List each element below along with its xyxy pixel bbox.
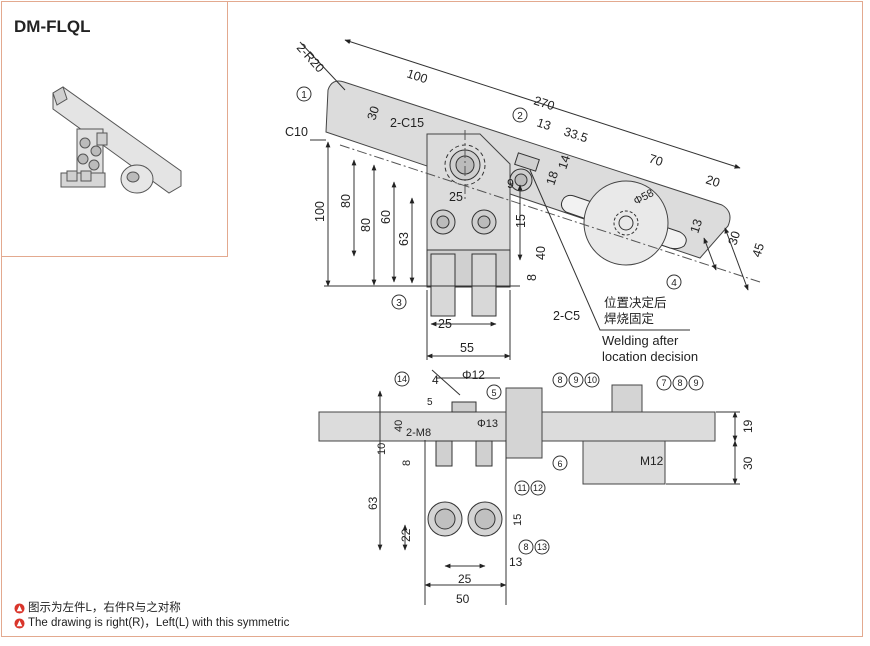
svg-text:10: 10 — [587, 375, 597, 385]
svg-text:6: 6 — [557, 459, 562, 469]
dim-100v: 100 — [313, 201, 327, 222]
dim-80b: 80 — [359, 218, 373, 232]
dim-30c: 30 — [741, 456, 755, 470]
drawing-frame — [1, 1, 863, 637]
dim-c15: 2-C15 — [390, 116, 424, 130]
dim-c5: 2-C5 — [553, 309, 580, 323]
balloon-4: 4 — [666, 274, 682, 290]
dim-63b: 63 — [366, 496, 380, 510]
dim-270: 270 — [532, 94, 556, 114]
dim-55: 55 — [460, 341, 474, 355]
dim-30a: 30 — [365, 104, 383, 122]
svg-text:8: 8 — [677, 378, 682, 388]
dim-80a: 80 — [339, 194, 353, 208]
dim-40b: 40 — [393, 420, 405, 432]
dim-25a: 25 — [449, 190, 463, 204]
welding-cn-1: 位置决定后 — [604, 295, 667, 310]
dim-10: 10 — [376, 443, 388, 455]
svg-text:8: 8 — [557, 375, 562, 385]
svg-text:2: 2 — [517, 111, 523, 122]
balloon-5: 5 — [486, 384, 502, 400]
dim-5: 5 — [427, 397, 433, 408]
note-en-text: The drawing is right(R)，Left(L) with thi… — [28, 617, 290, 629]
svg-text:5: 5 — [491, 388, 496, 398]
svg-text:8: 8 — [523, 542, 528, 552]
front-balloons: 14 5 6 8 9 10 7 8 9 11 12 8 13 — [394, 371, 704, 555]
svg-text:1: 1 — [301, 90, 307, 101]
dim-45: 45 — [750, 241, 768, 259]
dim-m12: M12 — [640, 454, 664, 468]
dim-8: 8 — [525, 274, 539, 281]
dim-15b: 15 — [512, 514, 524, 526]
top-view — [299, 39, 761, 360]
balloon-11-12: 11 12 — [514, 480, 546, 496]
balloon-14: 14 — [394, 371, 410, 387]
warning-icon — [14, 603, 25, 614]
svg-text:7: 7 — [661, 378, 666, 388]
svg-text:9: 9 — [693, 378, 698, 388]
dim-r20: 2-R20 — [294, 41, 327, 76]
svg-text:12: 12 — [533, 483, 543, 493]
dim-phi13: Φ13 — [477, 418, 498, 430]
dim-33-5: 33.5 — [562, 125, 590, 146]
product-thumbnail-panel: DM-FLQL — [1, 1, 228, 257]
dim-19: 19 — [741, 419, 755, 433]
dim-13b: 13 — [688, 217, 706, 235]
dim-15: 15 — [514, 214, 528, 228]
dim-100: 100 — [405, 67, 429, 87]
dim-25c: 25 — [458, 572, 472, 586]
balloon-2: 2 — [512, 107, 528, 123]
dim-22: 22 — [399, 528, 413, 542]
dim-8b: 8 — [401, 460, 413, 466]
balloon-6: 6 — [552, 455, 568, 471]
warning-icon — [14, 618, 25, 629]
dim-50: 50 — [456, 592, 470, 606]
dim-20: 20 — [704, 173, 722, 191]
dim-14: 14 — [556, 153, 574, 171]
dim-18: 18 — [544, 169, 562, 187]
model-title: DM-FLQL — [14, 17, 91, 36]
dim-40: 40 — [534, 246, 548, 260]
svg-text:13: 13 — [537, 542, 547, 552]
dim-70: 70 — [647, 152, 665, 170]
welding-cn-2: 焊烧固定 — [604, 311, 654, 326]
drawing-notes: 图示为左件L，右件R与之对称 The drawing is right(R)，L… — [14, 601, 289, 631]
balloon-7-8-9: 7 8 9 — [656, 375, 704, 391]
top-balloons: 1 2 3 4 — [296, 86, 682, 310]
svg-text:3: 3 — [396, 298, 402, 309]
dim-phi12: Φ12 — [462, 368, 485, 382]
welding-en-1: Welding after — [602, 333, 679, 348]
svg-text:9: 9 — [573, 375, 578, 385]
balloon-8-9-10: 8 9 10 — [552, 372, 600, 388]
front-view — [318, 369, 740, 605]
balloon-1: 1 — [296, 86, 312, 102]
top-view-labels: 2-R20 100 270 30 2-C15 C10 13 33.5 14 18… — [285, 41, 767, 364]
dim-m8: 2-M8 — [406, 427, 431, 439]
svg-text:4: 4 — [671, 278, 677, 289]
balloon-3: 3 — [391, 294, 407, 310]
dim-60: 60 — [379, 210, 393, 224]
front-view-labels: Φ12 4 5 40 2-M8 Φ13 10 8 19 30 M12 63 22… — [366, 368, 755, 606]
dim-13: 13 — [535, 116, 553, 134]
dim-63: 63 — [397, 232, 411, 246]
note-cn-text: 图示为左件L，右件R与之对称 — [28, 602, 181, 614]
dim-13c: 13 — [509, 555, 523, 569]
dim-4: 4 — [432, 373, 439, 387]
balloon-8-13: 8 13 — [518, 539, 550, 555]
product-illustration — [52, 86, 182, 194]
svg-text:11: 11 — [517, 483, 526, 493]
note-cn: 图示为左件L，右件R与之对称 — [14, 601, 289, 616]
dim-30b: 30 — [726, 229, 744, 247]
welding-en-2: location decision — [602, 349, 698, 364]
dim-9: 9 — [507, 177, 514, 191]
dim-25b: 25 — [438, 317, 452, 331]
dim-c10: C10 — [285, 125, 308, 139]
note-en: The drawing is right(R)，Left(L) with thi… — [14, 616, 289, 631]
svg-text:14: 14 — [397, 374, 407, 384]
